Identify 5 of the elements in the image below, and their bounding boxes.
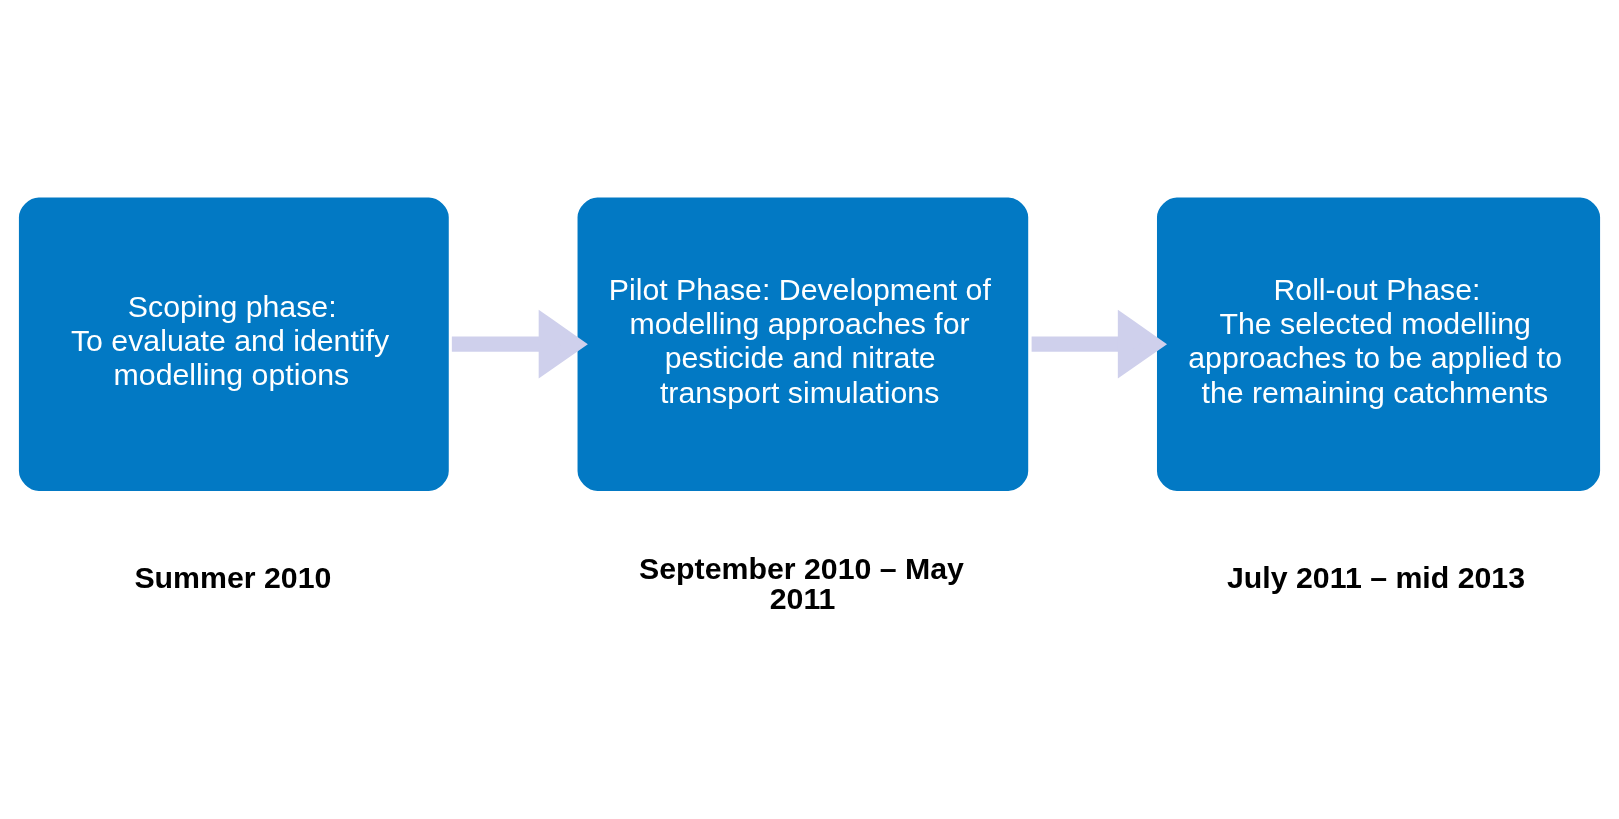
node-label: September 2010 – May 2011 bbox=[639, 551, 964, 615]
arrow bbox=[451, 309, 588, 379]
node-label: July 2011 – mid 2013 bbox=[1227, 561, 1526, 595]
arrow bbox=[1031, 309, 1168, 379]
node-label: Summer 2010 bbox=[134, 561, 332, 595]
